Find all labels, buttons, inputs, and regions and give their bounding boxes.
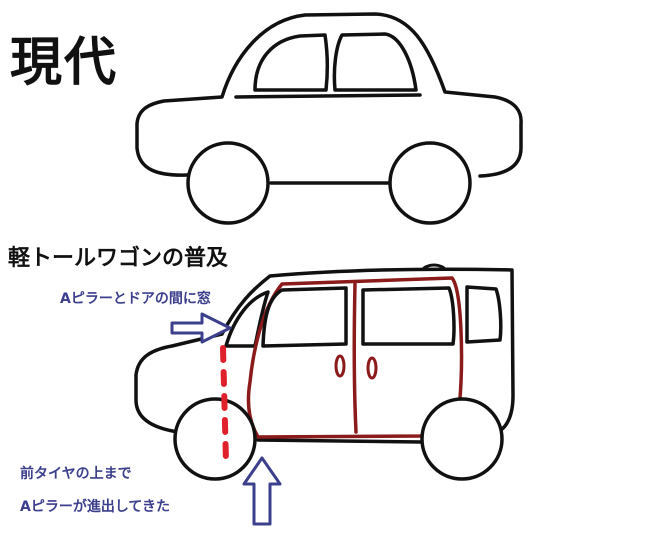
sedan-front-window xyxy=(332,32,418,92)
wagon-door-handle-front xyxy=(334,354,346,378)
sedan-rear-wheel xyxy=(186,141,270,225)
wagon-rear-wheel xyxy=(420,397,504,481)
annotation-pillar-window: Aピラーとドアの間に窓 xyxy=(60,291,211,307)
wagon-front-wheel xyxy=(173,397,257,481)
annotation-tire-line-1: 前タイヤの上まで xyxy=(20,466,132,482)
a-pillar-dashed-line xyxy=(220,345,229,465)
sedan-body-outline xyxy=(135,12,523,178)
sedan-car-drawing xyxy=(135,12,523,225)
roof-antenna-mark xyxy=(422,263,446,270)
arrow-up-icon xyxy=(242,456,282,526)
sedan-window-frame xyxy=(234,93,422,99)
sedan-rear-window xyxy=(253,33,330,92)
wagon-door-handle-rear xyxy=(366,356,378,380)
wagon-rear-quarter-window xyxy=(465,285,503,344)
tall-wagon-car-drawing xyxy=(134,263,515,481)
wagon-front-door-window xyxy=(261,286,348,348)
wagon-underbody xyxy=(256,438,424,444)
arrow-right-icon xyxy=(170,312,232,344)
wagon-body-outline xyxy=(134,267,515,434)
sedan-front-wheel xyxy=(388,141,472,225)
wagon-rear-door-window xyxy=(361,286,456,346)
annotation-tire-line-2: Aピラーが進出してきた xyxy=(20,499,170,515)
page-title: 現代 xyxy=(10,33,119,93)
wagon-door-split xyxy=(352,282,358,434)
section-title: 軽トールワゴンの普及 xyxy=(8,246,229,271)
